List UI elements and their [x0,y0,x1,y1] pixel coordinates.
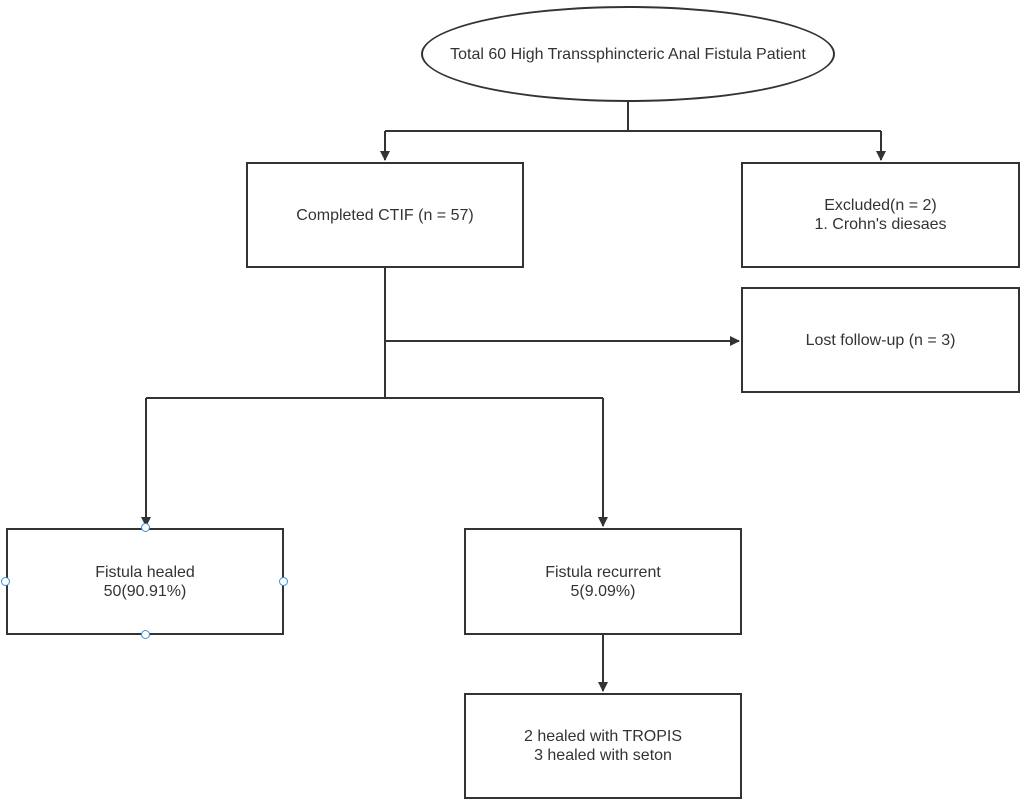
node-completed-label: Completed CTIF (n = 57) [296,206,474,224]
node-recurrence-treatment[interactable]: 2 healed with TROPIS 3 healed with seton [464,693,742,799]
node-healed-count: 50(90.91%) [103,582,187,600]
resize-handle-top[interactable] [141,523,150,532]
node-healed-label: Fistula healed [95,563,195,581]
connector-total-split [385,102,881,132]
node-recurrent-label: Fistula recurrent [545,563,661,581]
node-recurrent-count: 5(9.09%) [570,582,636,600]
node-fistula-recurrent[interactable]: Fistula recurrent 5(9.09%) [464,528,742,635]
node-lost-follow-up[interactable]: Lost follow-up (n = 3) [741,287,1020,393]
node-outcome-tropis: 2 healed with TROPIS [523,728,682,745]
node-lost-label: Lost follow-up (n = 3) [805,331,956,349]
node-excluded-label: Excluded(n = 2) [824,197,937,214]
node-fistula-healed[interactable]: Fistula healed 50(90.91%) [6,528,284,635]
node-excluded-reason: 1. Crohn's diesaes [814,216,947,233]
resize-handle-bottom[interactable] [141,630,150,639]
node-total-label: Total 60 High Transsphincteric Anal Fist… [450,45,806,63]
node-outcome-seton: 3 healed with seton [534,747,672,764]
resize-handle-right[interactable] [279,577,288,586]
node-completed-ctif[interactable]: Completed CTIF (n = 57) [246,162,524,268]
node-excluded[interactable]: Excluded(n = 2) 1. Crohn's diesaes [741,162,1020,268]
resize-handle-left[interactable] [1,577,10,586]
node-total-patients[interactable]: Total 60 High Transsphincteric Anal Fist… [421,6,835,102]
